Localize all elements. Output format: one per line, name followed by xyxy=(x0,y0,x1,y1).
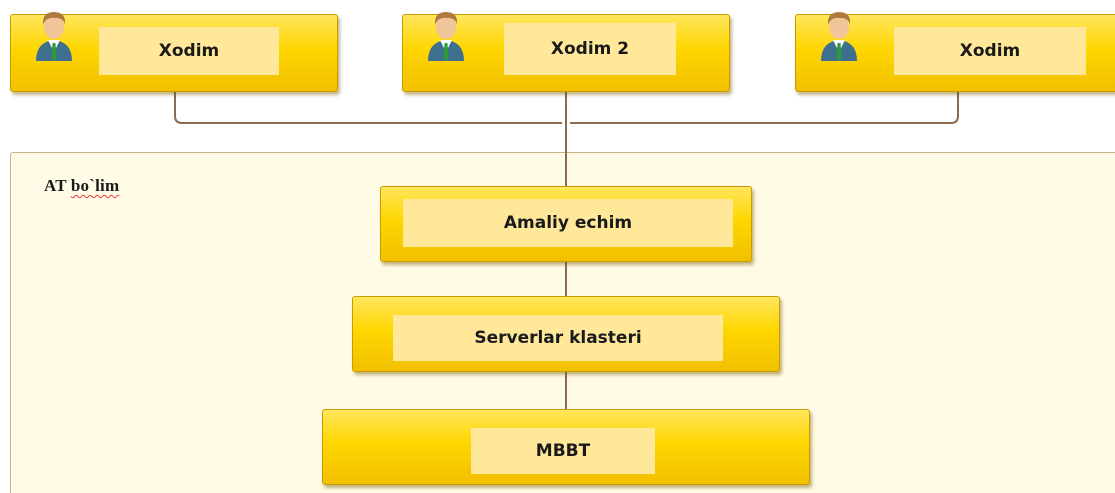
application-solution-label-box: Amaliy echim xyxy=(403,199,733,247)
department-label-word: bo`lim xyxy=(70,176,120,195)
mbbt-label: MBBT xyxy=(535,441,591,461)
server-cluster-label: Serverlar klasteri xyxy=(474,328,642,348)
connector-employee-1 xyxy=(174,92,562,124)
mbbt-box: MBBT xyxy=(322,409,810,485)
employee-label-box-3: Xodim xyxy=(894,27,1086,75)
employee-label-3: Xodim xyxy=(959,41,1021,61)
server-cluster-label-box: Serverlar klasteri xyxy=(393,315,723,361)
connector-employee-3 xyxy=(570,92,959,124)
application-solution-label: Amaliy echim xyxy=(503,213,633,233)
employee-label-box-1: Xodim xyxy=(99,27,279,75)
employee-label-1: Xodim xyxy=(158,41,220,61)
mbbt-label-box: MBBT xyxy=(471,428,655,474)
server-cluster-box: Serverlar klasteri xyxy=(352,296,780,372)
application-solution-box: Amaliy echim xyxy=(380,186,752,262)
user-icon xyxy=(428,12,464,61)
employee-box-2: Xodim 2 xyxy=(402,14,730,92)
department-label: AT bo`lim xyxy=(44,176,119,196)
employee-box-1: Xodim xyxy=(10,14,338,92)
employee-label-2: Xodim 2 xyxy=(550,39,630,59)
user-icon xyxy=(36,12,72,61)
department-label-prefix: AT xyxy=(44,176,71,195)
user-icon xyxy=(821,12,857,61)
employee-label-box-2: Xodim 2 xyxy=(504,23,676,75)
